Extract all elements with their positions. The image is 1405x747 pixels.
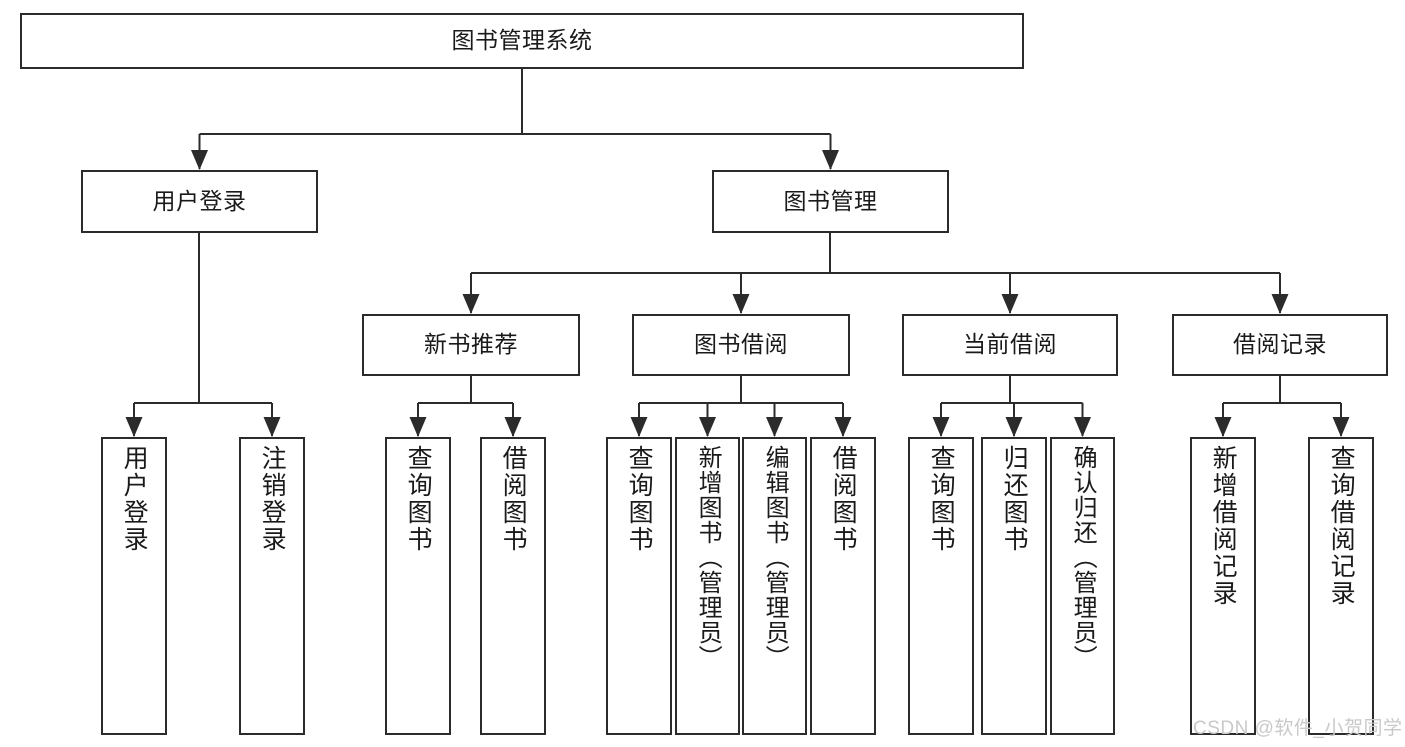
node-book-borrow[interactable]: 图书借阅	[632, 314, 850, 376]
node-label: 图书管理	[783, 187, 878, 214]
node-leaf-return-book[interactable]: 归还图书	[981, 437, 1047, 735]
node-label: 图书借阅	[694, 331, 788, 358]
node-label: 当前借阅	[963, 331, 1057, 358]
node-leaf-query-book-3[interactable]: 查询图书	[908, 437, 974, 735]
edge-arrowhead	[834, 417, 852, 437]
edge-arrowhead	[125, 417, 143, 437]
node-current-borrow[interactable]: 当前借阅	[902, 314, 1118, 376]
edge-arrowhead	[1332, 417, 1350, 437]
node-label: 注销登录	[258, 445, 287, 553]
edge-arrowhead	[1214, 417, 1232, 437]
node-label: 确认归还（管理员）	[1069, 445, 1097, 670]
node-leaf-add-record[interactable]: 新增借阅记录	[1190, 437, 1256, 735]
edge-arrowhead	[630, 417, 648, 437]
edge-arrowhead	[699, 417, 716, 437]
node-leaf-user-logout[interactable]: 注销登录	[239, 437, 305, 735]
edge-arrowhead	[263, 417, 281, 437]
node-leaf-query-book-1[interactable]: 查询图书	[385, 437, 451, 735]
node-label: 新书推荐	[424, 331, 518, 358]
edge-arrowhead	[191, 150, 208, 170]
node-leaf-confirm-return[interactable]: 确认归还（管理员）	[1050, 437, 1115, 735]
node-label: 借阅记录	[1233, 331, 1327, 358]
edge-arrowhead	[1005, 417, 1023, 437]
node-label: 新增图书（管理员）	[694, 445, 722, 670]
node-leaf-query-book-2[interactable]: 查询图书	[606, 437, 672, 735]
node-borrow-record[interactable]: 借阅记录	[1172, 314, 1388, 376]
node-label: 借阅图书	[829, 445, 858, 553]
node-book-manage[interactable]: 图书管理	[712, 170, 949, 233]
edge-arrowhead	[504, 417, 522, 437]
node-root[interactable]: 图书管理系统	[20, 13, 1024, 69]
node-label: 用户登录	[120, 445, 149, 553]
csdn-watermark: CSDN @软件_小贺同学	[1193, 718, 1403, 739]
node-leaf-user-login[interactable]: 用户登录	[101, 437, 167, 735]
edge-arrowhead	[1001, 294, 1019, 314]
node-label: 借阅图书	[499, 445, 528, 553]
node-user-login[interactable]: 用户登录	[81, 170, 318, 233]
edge-arrowhead	[766, 417, 783, 437]
node-label: 用户登录	[152, 187, 247, 214]
node-label: 查询图书	[927, 445, 956, 553]
node-label: 归还图书	[1000, 445, 1029, 553]
node-leaf-query-record[interactable]: 查询借阅记录	[1308, 437, 1374, 735]
node-leaf-edit-book[interactable]: 编辑图书（管理员）	[742, 437, 807, 735]
node-label: 新增借阅记录	[1209, 445, 1238, 607]
node-label: 图书管理系统	[451, 27, 593, 54]
node-leaf-borrow-book-2[interactable]: 借阅图书	[810, 437, 876, 735]
edge-arrowhead	[409, 417, 427, 437]
node-label: 查询图书	[404, 445, 433, 553]
edge-arrowhead	[462, 294, 480, 314]
node-new-book-rec[interactable]: 新书推荐	[362, 314, 580, 376]
edge-arrowhead	[1271, 294, 1289, 314]
node-leaf-add-book[interactable]: 新增图书（管理员）	[675, 437, 740, 735]
node-label: 查询图书	[625, 445, 654, 553]
edge-arrowhead	[732, 294, 750, 314]
node-leaf-borrow-book-1[interactable]: 借阅图书	[480, 437, 546, 735]
node-label: 查询借阅记录	[1327, 445, 1356, 607]
edge-arrowhead	[932, 417, 950, 437]
edge-arrowhead	[822, 150, 839, 170]
node-label: 编辑图书（管理员）	[761, 445, 789, 670]
edge-arrowhead	[1074, 417, 1091, 437]
